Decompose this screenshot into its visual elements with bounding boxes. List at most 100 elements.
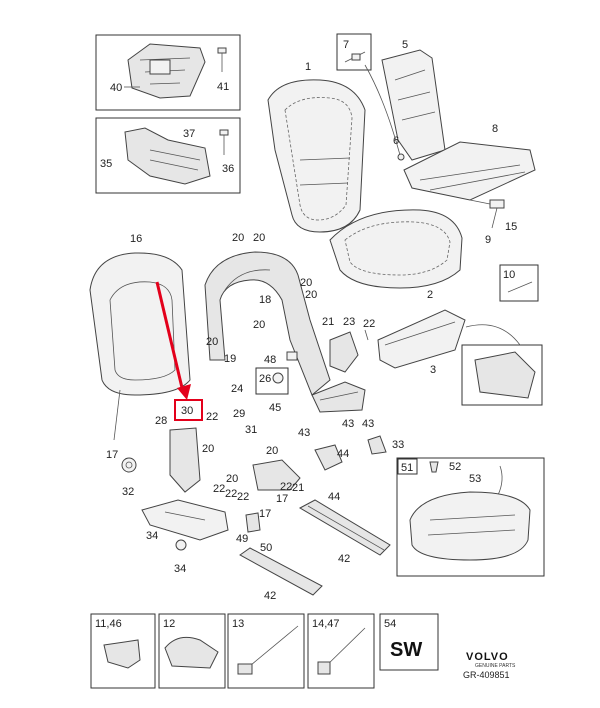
bolt-39-part bbox=[217, 47, 227, 72]
bottom-panel-11-46: 11,46 bbox=[90, 613, 156, 689]
callout-20g: 20 bbox=[266, 445, 278, 457]
callout-33: 33 bbox=[392, 439, 404, 451]
callout-20h: 20 bbox=[226, 473, 238, 485]
highlight-box bbox=[174, 399, 203, 421]
recliner-part bbox=[329, 331, 359, 373]
callout-20f: 20 bbox=[202, 443, 214, 455]
inset-box-7 bbox=[336, 33, 372, 71]
callout-32: 22 bbox=[225, 488, 237, 500]
callout-10: 10 bbox=[503, 269, 515, 281]
control-module-part bbox=[127, 43, 206, 99]
track-mechanism-part bbox=[252, 459, 301, 491]
callout-51-box bbox=[397, 458, 418, 475]
callout-22a: 22 bbox=[363, 318, 375, 330]
inset-box-bolster bbox=[461, 344, 543, 406]
callout-35: 35 bbox=[100, 158, 112, 170]
callout-19: 20 bbox=[253, 232, 265, 244]
callout-49: 49 bbox=[236, 533, 248, 545]
callout-5: 5 bbox=[402, 39, 408, 51]
callout-30-highlighted: 30 bbox=[181, 405, 193, 417]
callout-20i: 21 bbox=[292, 482, 304, 494]
bottom-panel-54: 54 SW bbox=[379, 613, 439, 671]
side-trim-part bbox=[377, 309, 466, 369]
callout-18b: 19 bbox=[224, 353, 236, 365]
callout-16: 16 bbox=[130, 233, 142, 245]
callout-24: 24 bbox=[231, 383, 243, 395]
inset-box-control-module bbox=[95, 34, 241, 111]
panel-label-13: 13 bbox=[232, 618, 244, 630]
inset-box-10 bbox=[499, 264, 539, 302]
clip-48-part bbox=[286, 351, 298, 361]
inset-box-51 bbox=[396, 457, 545, 577]
panel-label-12: 12 bbox=[163, 618, 175, 630]
lower-side-cover-part bbox=[141, 499, 229, 541]
callout-28: 31 bbox=[245, 424, 257, 436]
callout-25: 26 bbox=[259, 373, 271, 385]
seat-heating-mat-part bbox=[403, 141, 536, 201]
callout-7: 7 bbox=[343, 39, 349, 51]
callout-40: 42 bbox=[338, 553, 350, 565]
highlight-arrow-line bbox=[155, 281, 185, 393]
cushion-foam-part bbox=[409, 491, 531, 561]
panel-content-sw: SW bbox=[390, 639, 422, 661]
callout-23: 23 bbox=[343, 316, 355, 328]
backrest-cushion-part bbox=[267, 79, 366, 233]
callout-3: 3 bbox=[430, 364, 436, 376]
motor-44-part bbox=[314, 444, 343, 471]
callout-17b: 17 bbox=[276, 493, 288, 505]
bottom-panel-14-47: 14,47 bbox=[307, 613, 375, 689]
callout-43c: 44 bbox=[328, 491, 340, 503]
backrest-back-panel-part bbox=[89, 252, 191, 396]
callout-20d: 20 bbox=[253, 319, 265, 331]
heating-pad-backrest-part bbox=[381, 49, 446, 161]
callout-9: 9 bbox=[485, 234, 491, 246]
brand-tagline: GENUINE PARTS bbox=[475, 663, 516, 669]
callout-22c: 22 bbox=[213, 483, 225, 495]
callout-31: 34 bbox=[146, 530, 158, 542]
callout-20a: 20 bbox=[232, 232, 244, 244]
cap-34-part bbox=[175, 539, 187, 551]
callout-36: 36 bbox=[222, 163, 234, 175]
callout-2: 2 bbox=[427, 289, 433, 301]
lower-mechanism-part bbox=[311, 381, 366, 413]
callout-43b: 43 bbox=[298, 427, 310, 439]
callout-20b: 20 bbox=[300, 277, 312, 289]
side-bracket-part bbox=[169, 427, 201, 493]
clip-49-part bbox=[245, 512, 261, 533]
panel-label-11-46: 11,46 bbox=[95, 618, 122, 630]
callout-20e: 20 bbox=[206, 336, 218, 348]
callout-8: 8 bbox=[492, 123, 498, 135]
callout-26: 28 bbox=[155, 415, 167, 427]
panel-label-14-47: 14,47 bbox=[312, 618, 340, 630]
inset-box-25 bbox=[255, 367, 289, 395]
brand-logo: VOLVO bbox=[466, 651, 509, 663]
callout-52: 52 bbox=[449, 461, 461, 473]
callout-37: 37 bbox=[183, 128, 195, 140]
bottom-panel-13: 13 bbox=[227, 613, 305, 689]
inset-box-motor bbox=[95, 117, 241, 194]
callout-53: 53 bbox=[469, 473, 481, 485]
callout-43a: 43 bbox=[362, 418, 374, 430]
callout-17a: 17 bbox=[106, 449, 118, 461]
callout-18a: 18 bbox=[259, 294, 271, 306]
motor-part bbox=[124, 127, 211, 185]
callout-1: 1 bbox=[305, 61, 311, 73]
bracket-33-part bbox=[367, 435, 387, 455]
drawing-code: GR-409851 bbox=[463, 670, 510, 680]
callout-48: 48 bbox=[264, 354, 276, 366]
callout-41: 42 bbox=[264, 590, 276, 602]
callout-20c: 20 bbox=[305, 289, 317, 301]
callout-22e: 22 bbox=[280, 481, 292, 493]
callout-38: 40 bbox=[110, 82, 122, 94]
bottom-panel-12: 12 bbox=[158, 613, 226, 689]
knob-29-part bbox=[121, 457, 137, 473]
callout-45: 45 bbox=[269, 402, 281, 414]
callout-29: 32 bbox=[122, 486, 134, 498]
seat-rail-41-part bbox=[239, 547, 323, 596]
highlight-arrow-head bbox=[177, 384, 191, 400]
callout-22d: 22 bbox=[237, 491, 249, 503]
backrest-frame-part bbox=[204, 251, 331, 396]
fastener-52-part bbox=[429, 461, 439, 473]
callout-21: 21 bbox=[322, 316, 334, 328]
